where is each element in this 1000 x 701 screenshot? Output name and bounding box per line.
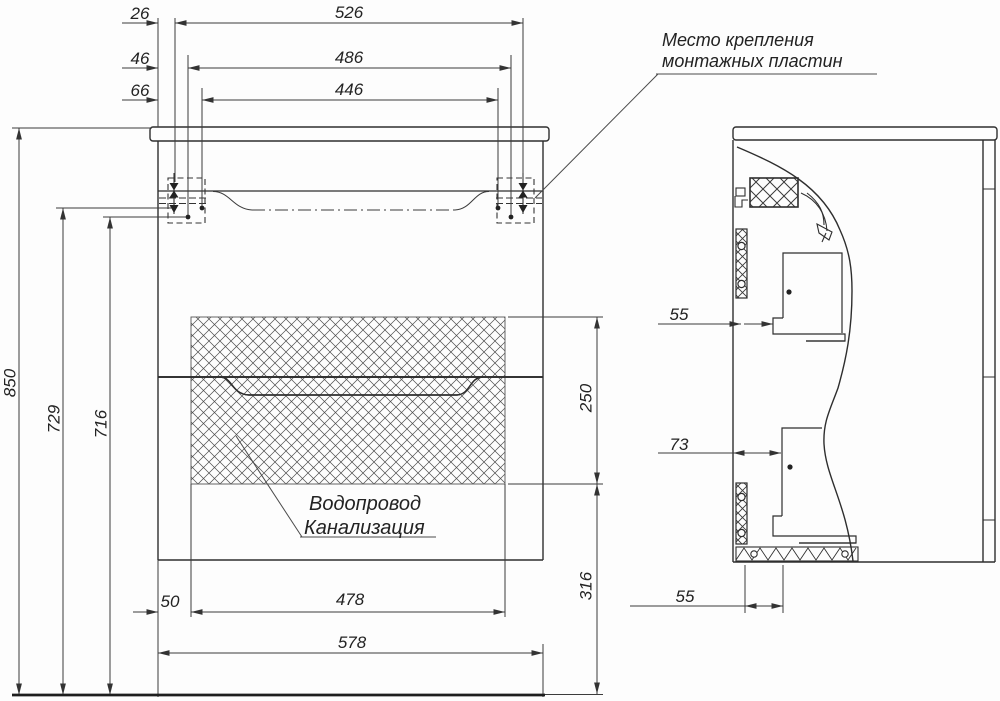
leader-lines <box>235 73 877 538</box>
dim-316-label: 316 <box>576 571 596 601</box>
top-dimensions <box>122 18 524 215</box>
plumbing-leader <box>235 435 436 538</box>
mounting-note: Место крепления монтажных пластин <box>662 30 843 72</box>
mounting-leader <box>534 73 877 199</box>
dim-46-label: 46 <box>130 49 150 68</box>
dim-850-label: 850 <box>0 368 20 398</box>
drawer-rails <box>735 228 748 545</box>
side-view <box>732 126 998 563</box>
dim-55-bottom-label: 55 <box>675 587 695 606</box>
mounting-plate-side <box>749 177 799 208</box>
mounting-plate-left <box>167 177 206 224</box>
sink-hidden-outline <box>212 191 490 211</box>
dim-55-top-label: 55 <box>669 305 689 324</box>
curved-front-profile <box>736 146 854 562</box>
dim-446-label: 446 <box>334 80 364 99</box>
left-dimensions <box>12 127 186 695</box>
plumbing-hatch-zone <box>158 316 543 485</box>
countertop-side <box>732 126 998 141</box>
bottom-panel-strip <box>735 546 859 562</box>
plumbing-note-line1: Водопровод <box>309 493 422 515</box>
dim-729-label: 729 <box>44 404 64 434</box>
floor-line <box>12 693 603 697</box>
mounting-plates <box>159 173 542 224</box>
mounting-note-line1: Место крепления <box>662 30 814 50</box>
sink-section <box>800 192 833 243</box>
wall-bracket-side <box>734 187 748 208</box>
bolt-symbol-left <box>169 173 179 214</box>
lower-drawer <box>772 427 857 544</box>
side-dimensions <box>630 321 784 613</box>
countertop-front <box>149 126 550 142</box>
dim-486-label: 486 <box>334 48 364 67</box>
dim-526-label: 526 <box>334 3 364 22</box>
mounting-plate-right <box>496 177 535 224</box>
mounting-note-line2: монтажных пластин <box>662 51 843 72</box>
dim-66-label: 66 <box>130 81 150 100</box>
upper-drawer <box>772 252 846 342</box>
plumbing-note: Водопровод Канализация <box>304 493 425 540</box>
dim-578-label: 578 <box>337 633 367 652</box>
right-dimensions <box>508 316 603 694</box>
dim-26-label: 26 <box>130 4 150 23</box>
dim-250-label: 250 <box>576 383 596 413</box>
dim-478-label: 478 <box>335 590 365 609</box>
dim-50-label: 50 <box>160 592 180 611</box>
dim-716-label: 716 <box>91 409 111 439</box>
bottom-dimensions <box>133 484 544 697</box>
dim-73-label: 73 <box>669 435 689 454</box>
plumbing-note-line2: Канализация <box>304 516 425 539</box>
